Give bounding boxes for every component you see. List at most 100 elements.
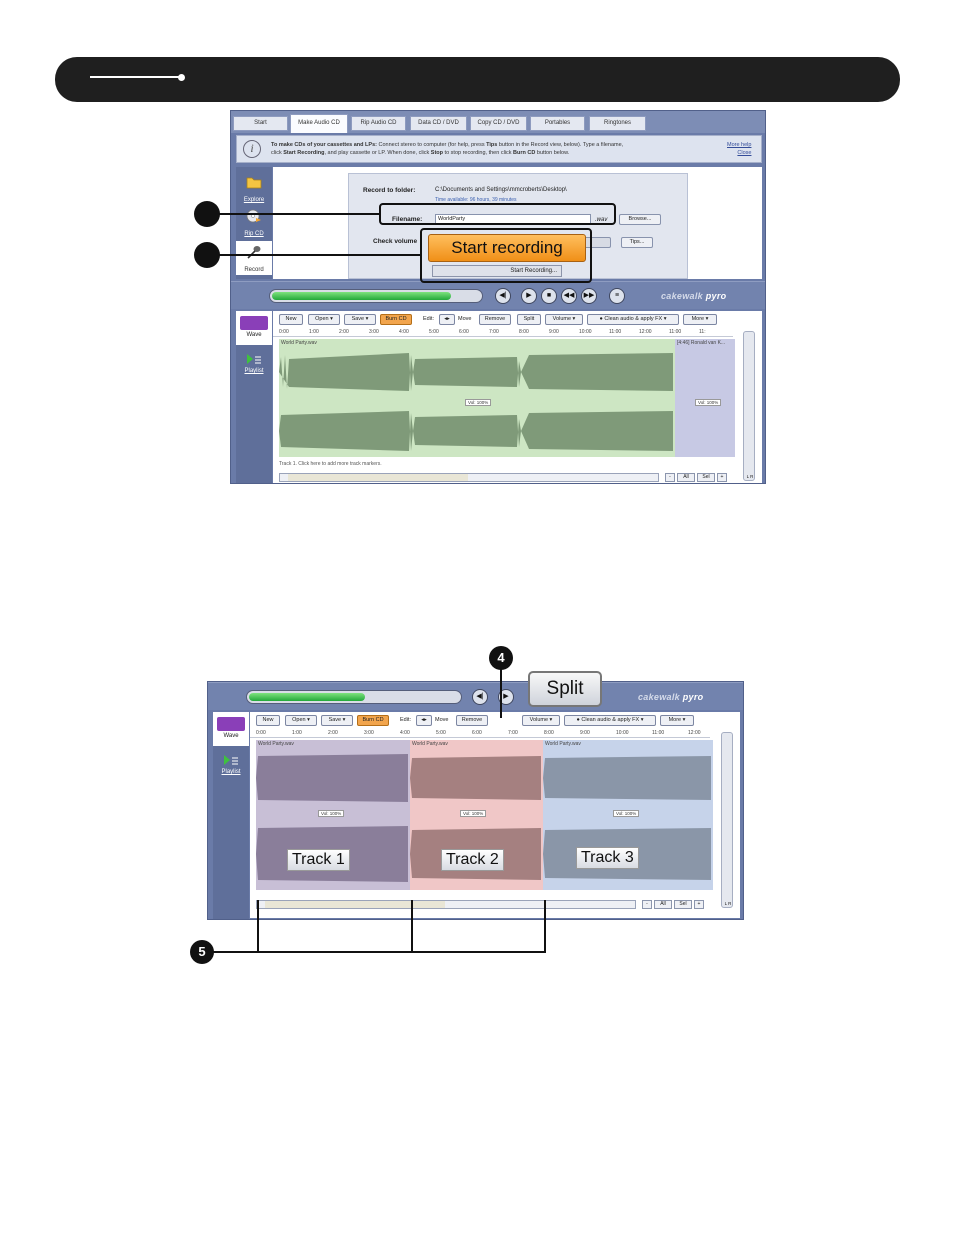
filename-label: Filename: xyxy=(392,216,423,223)
wave-editor: New Open ▾ Save ▾ Burn CD Edit: ◂▸ Move … xyxy=(273,311,762,483)
play-button-2[interactable]: ▶ xyxy=(498,689,514,705)
start-recording-button-zoom[interactable]: Start recording xyxy=(428,234,586,262)
zoom-in-button[interactable]: + xyxy=(717,473,727,482)
remove-button-2[interactable]: Remove xyxy=(456,715,488,726)
mute-button-2[interactable]: ◀| xyxy=(472,689,488,705)
volume-envelope-tag-2[interactable]: Vol: 100% xyxy=(695,399,722,406)
nav-explore[interactable]: Explore xyxy=(236,171,272,205)
stop-button[interactable]: ■ xyxy=(541,288,557,304)
save-label: Save xyxy=(351,316,365,322)
track-1-waveform-left xyxy=(256,754,408,802)
tab-copy-cd-dvd[interactable]: Copy CD / DVD xyxy=(470,116,527,131)
track-3-waveform-left xyxy=(543,756,711,800)
tab-ringtones[interactable]: Ringtones xyxy=(589,116,646,131)
audio-clip[interactable]: World Party.wav Vol: 100% xyxy=(279,339,675,457)
save-button[interactable]: Save ▾ xyxy=(344,314,376,325)
play-button[interactable]: ▶ xyxy=(521,288,537,304)
mute-button[interactable]: ◀| xyxy=(495,288,511,304)
ruler-tick: 11:00 xyxy=(669,329,682,335)
track-2-clip[interactable]: World Party.wav Vol: 100% xyxy=(410,740,543,890)
tab-start[interactable]: Start xyxy=(233,116,288,131)
more-help-link[interactable]: More help xyxy=(727,142,752,148)
info-text: To make CDs of your cassettes and LPs: C… xyxy=(271,141,671,157)
track-2-volume-tag[interactable]: Vol: 100% xyxy=(460,810,487,817)
ruler-tick: 10:00 xyxy=(579,329,592,335)
tab-portables[interactable]: Portables xyxy=(530,116,585,131)
transport-bar-2: ◀| ▶ cakewalk pyro xyxy=(208,682,743,710)
track-3-volume-tag[interactable]: Vol: 100% xyxy=(613,810,640,817)
horizontal-scrollbar-2[interactable] xyxy=(256,900,636,909)
ruler-tick: 3:00 xyxy=(364,730,374,736)
vertical-zoom-slider-2[interactable]: L R xyxy=(721,732,733,908)
more-button[interactable]: More ▾ xyxy=(683,314,717,325)
edit-label-2: Edit: xyxy=(400,717,412,723)
zoom-all-button[interactable]: All xyxy=(677,473,695,482)
nav-wave-2[interactable]: Wave xyxy=(213,712,249,746)
move-arrows[interactable]: ◂▸ xyxy=(439,314,455,325)
ruler-tick: 5:00 xyxy=(429,329,439,335)
burn-cd-button[interactable]: Burn CD xyxy=(380,314,412,325)
start-recording-highlight xyxy=(420,228,592,283)
open-label-2: Open xyxy=(292,717,306,723)
browse-button[interactable]: Browse... xyxy=(619,214,661,225)
info-bold-stop: Stop xyxy=(430,150,444,156)
open-button[interactable]: Open ▾ xyxy=(308,314,340,325)
playlist-icon-2 xyxy=(224,755,238,765)
save-button-2[interactable]: Save ▾ xyxy=(321,715,353,726)
track-1-volume-tag[interactable]: Vol: 100% xyxy=(318,810,345,817)
level-meter-fill-2 xyxy=(249,693,365,701)
ruler-tick: 11:00 xyxy=(609,329,622,335)
callout-1 xyxy=(194,201,220,227)
nav-record[interactable]: Record xyxy=(236,241,272,275)
audio-clip-2[interactable]: [4:46] Ronald van K... Vol: 100% xyxy=(675,339,735,457)
rewind-button[interactable]: ◀◀ xyxy=(561,288,577,304)
tab-rip-audio-cd[interactable]: Rip Audio CD xyxy=(351,116,406,131)
track-marker-hint[interactable]: Track 1. Click here to add more track ma… xyxy=(279,461,382,467)
move-arrows-2[interactable]: ◂▸ xyxy=(416,715,432,726)
volume-button[interactable]: Volume ▾ xyxy=(545,314,583,325)
clean-audio-button-2[interactable]: ● Clean audio & apply FX ▾ xyxy=(564,715,656,726)
nav-rip-cd-label: Rip CD xyxy=(244,231,264,237)
scrollbar-thumb[interactable] xyxy=(288,474,468,481)
nav-rip-cd[interactable]: Rip CD xyxy=(236,205,272,239)
clean-audio-button[interactable]: ● Clean audio & apply FX ▾ xyxy=(587,314,679,325)
ruler-tick: 4:00 xyxy=(399,329,409,335)
close-link[interactable]: Close xyxy=(737,150,752,156)
tips-button[interactable]: Tips... xyxy=(621,237,653,248)
nav-playlist-label[interactable]: Playlist xyxy=(244,368,264,374)
zoom-out-button[interactable]: - xyxy=(665,473,675,482)
horizontal-scrollbar[interactable] xyxy=(279,473,659,482)
open-button-2[interactable]: Open ▾ xyxy=(285,715,317,726)
nav-wave[interactable]: Wave xyxy=(236,311,272,345)
start-recording-small-button[interactable]: Start Recording... xyxy=(432,265,562,277)
ruler-tick: 10:00 xyxy=(616,730,629,736)
tab-data-cd-dvd[interactable]: Data CD / DVD xyxy=(410,116,467,131)
volume-button-2[interactable]: Volume ▾ xyxy=(522,715,560,726)
nav-record-label: Record xyxy=(244,267,264,273)
more-button-2[interactable]: More ▾ xyxy=(660,715,694,726)
split-button[interactable]: Split xyxy=(517,314,541,325)
vertical-zoom-slider[interactable]: L R xyxy=(743,331,755,481)
info-bar: i To make CDs of your cassettes and LPs:… xyxy=(236,135,762,163)
nav-playlist-label-2[interactable]: Playlist xyxy=(221,769,241,775)
volume-envelope-tag[interactable]: Vol: 100% xyxy=(465,399,492,406)
zoom-out-button-2[interactable]: - xyxy=(642,900,652,909)
burn-cd-button-2[interactable]: Burn CD xyxy=(357,715,389,726)
open-label: Open xyxy=(315,316,329,322)
split-button-zoom[interactable]: Split xyxy=(528,671,602,707)
zoom-all-button-2[interactable]: All xyxy=(654,900,672,909)
zoom-sel-button-2[interactable]: Sel xyxy=(674,900,692,909)
zoom-in-button-2[interactable]: + xyxy=(694,900,704,909)
remove-button[interactable]: Remove xyxy=(479,314,511,325)
waveform-left xyxy=(279,353,673,391)
cakewalk-pyro-logo-2: cakewalk pyro xyxy=(638,692,703,702)
callout-2 xyxy=(194,242,220,268)
new-button[interactable]: New xyxy=(279,314,303,325)
record-dial-button[interactable]: ≡ xyxy=(609,288,625,304)
new-button-2[interactable]: New xyxy=(256,715,280,726)
scrollbar-thumb-2[interactable] xyxy=(265,901,445,908)
zoom-sel-button[interactable]: Sel xyxy=(697,473,715,482)
tab-make-audio-cd[interactable]: Make Audio CD xyxy=(290,114,348,133)
fast-forward-button[interactable]: ▶▶ xyxy=(581,288,597,304)
edit-label: Edit: xyxy=(423,316,435,322)
